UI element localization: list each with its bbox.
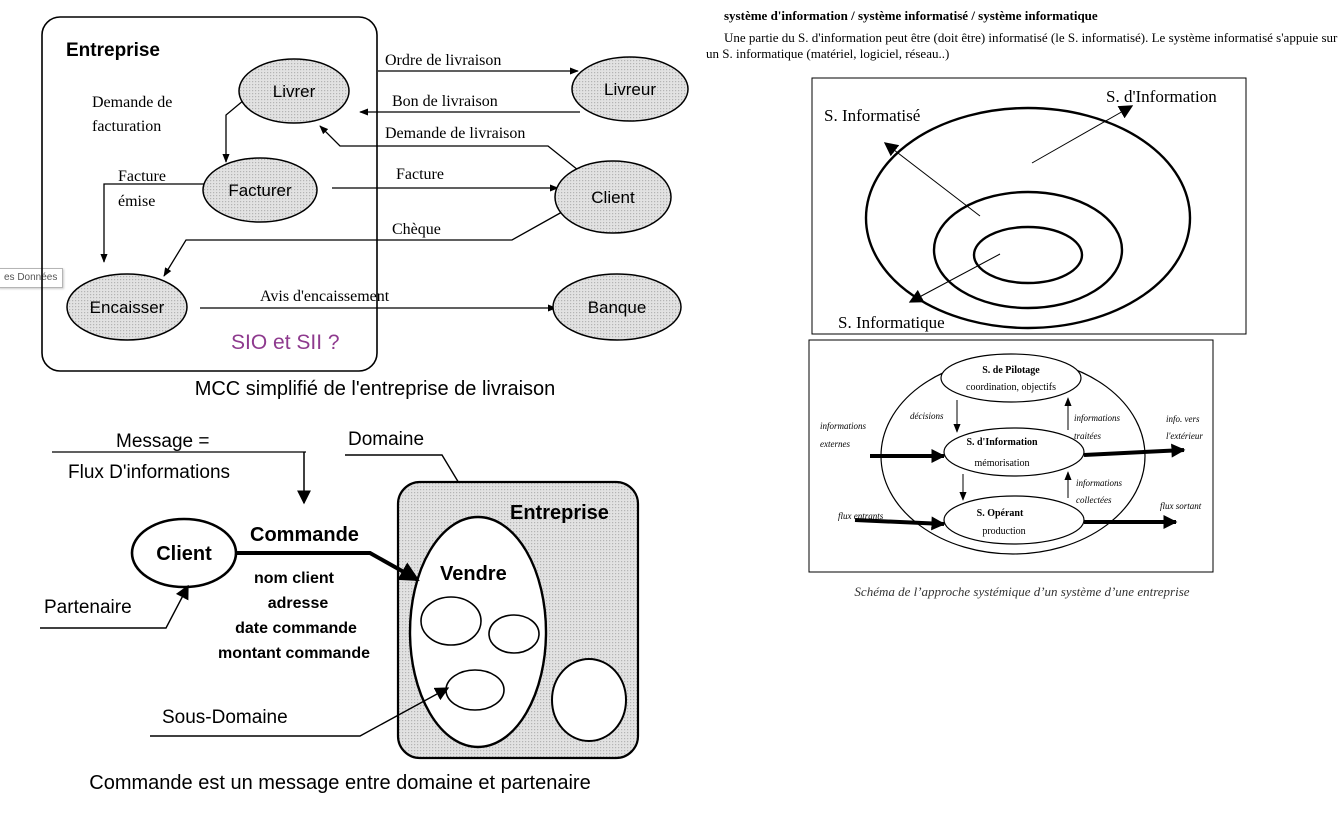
- node-banque-label: Banque: [588, 298, 647, 317]
- info-externes-line2: externes: [820, 439, 850, 449]
- client-label: Client: [156, 543, 212, 565]
- arrow-partenaire: [40, 584, 189, 629]
- sub-domain-2: [488, 614, 540, 654]
- info-externes-line1: informations: [820, 421, 867, 431]
- operant-sub: production: [982, 526, 1025, 537]
- node-encaisser: [66, 273, 188, 341]
- info-vers-line2: l'extérieur: [1166, 431, 1203, 441]
- commande-field-1: nom client: [254, 570, 335, 587]
- sub-domain-3: [445, 669, 505, 711]
- operant-title: S. Opérant: [977, 508, 1024, 519]
- message-label-line2: Flux D'informations: [68, 462, 230, 483]
- side-tab[interactable]: es Données: [0, 268, 64, 288]
- pilotage-sub: coordination, objectifs: [966, 382, 1056, 393]
- arrow-commande: [236, 551, 420, 582]
- node-livrer: [238, 58, 350, 124]
- flow-facture-label: Facture: [396, 166, 444, 183]
- message-label-line1: Message =: [116, 431, 209, 452]
- info-vers-line1: info. vers: [1166, 414, 1200, 424]
- vendre-label: Vendre: [440, 563, 507, 585]
- sous-domaine-label: Sous-Domaine: [162, 707, 288, 728]
- arrow-informatique: [908, 253, 1001, 303]
- node-facturer: [202, 157, 318, 223]
- enterprise-boundary: [41, 16, 378, 372]
- nested-frame: [811, 77, 1247, 335]
- flux-sortant-label: flux sortant: [1160, 501, 1202, 511]
- node-pilotage: [940, 353, 1082, 403]
- domaine-label: Domaine: [348, 429, 424, 450]
- node-facturer-label: Facturer: [228, 181, 292, 200]
- info-traitees-line1: informations: [1074, 413, 1121, 423]
- sio-sii-note: SIO et SII ?: [231, 331, 340, 354]
- node-banque: [552, 273, 682, 341]
- arrow-flux-entrants: [854, 516, 946, 531]
- other-domain: [551, 658, 627, 742]
- mcc-caption: MCC simplifié de l'entreprise de livrais…: [195, 378, 556, 400]
- info-traitees-line2: traitées: [1074, 431, 1101, 441]
- entreprise-box-label: Entreprise: [510, 502, 609, 524]
- section-heading: système d'information / système informat…: [724, 8, 1098, 23]
- ellipse-information: [864, 106, 1192, 330]
- nested-systems-diagram: S. Informatisé S. d'Information S. Infor…: [811, 77, 1247, 335]
- commande-field-2: adresse: [268, 595, 329, 612]
- information-title: S. d'Information: [966, 437, 1038, 448]
- systemic-diagram: S. de Pilotage coordination, objectifs S…: [808, 339, 1214, 599]
- label-informatique: S. Informatique: [838, 313, 945, 332]
- systemic-caption: Schéma de l’approche systémique d’un sys…: [854, 584, 1189, 599]
- section-paragraph: Une partie du S. d'information peut être…: [706, 30, 1338, 61]
- demande-facturation-line2: facturation: [92, 118, 161, 135]
- flow-ordre-label: Ordre de livraison: [385, 52, 501, 69]
- info-collectees-line1: informations: [1076, 478, 1123, 488]
- node-encaisser-label: Encaisser: [90, 298, 165, 317]
- message-diagram: Message = Flux D'informations Domaine En…: [40, 429, 640, 794]
- commande-field-4: montant commande: [218, 645, 370, 662]
- arrow-demande-livraison: [319, 125, 579, 171]
- message-caption: Commande est un message entre domaine et…: [89, 772, 590, 794]
- facture-emise-line1: Facture: [118, 168, 166, 185]
- pilotage-title: S. de Pilotage: [982, 365, 1040, 376]
- flow-bon-label: Bon de livraison: [392, 93, 498, 110]
- partenaire-label: Partenaire: [44, 597, 132, 618]
- label-informatise: S. Informatisé: [824, 106, 920, 125]
- flow-cheque-label: Chèque: [392, 221, 441, 238]
- mcc-diagram: Entreprise Livrer Livreur Facturer Clien…: [41, 16, 689, 400]
- commande-label: Commande: [250, 524, 359, 546]
- demande-facturation-line1: Demande de: [92, 94, 172, 111]
- flow-avis-label: Avis d'encaissement: [260, 288, 390, 305]
- node-client-label: Client: [591, 188, 635, 207]
- enterprise-label: Entreprise: [66, 40, 160, 61]
- ellipse-informatise: [932, 190, 1124, 310]
- arrow-facture-emise: [100, 183, 208, 263]
- decisions-label: décisions: [910, 411, 944, 421]
- arrow-info-vers: [1083, 443, 1186, 458]
- arrow-informatise: [883, 142, 981, 217]
- facture-emise-line2: émise: [118, 193, 155, 210]
- arrow-cheque: [163, 211, 563, 277]
- ellipse-informatique: [972, 225, 1084, 285]
- flux-entrants-label: flux entrants: [838, 511, 884, 521]
- node-livrer-label: Livrer: [273, 82, 316, 101]
- label-information: S. d'Information: [1106, 87, 1217, 106]
- node-livreur-label: Livreur: [604, 80, 656, 99]
- node-client: [554, 160, 672, 234]
- commande-field-3: date commande: [235, 620, 357, 637]
- arrow-information: [1031, 105, 1134, 164]
- node-livreur: [571, 56, 689, 122]
- flow-demande-livraison-label: Demande de livraison: [385, 125, 525, 142]
- sub-domain-1: [420, 596, 482, 646]
- arrow-demande-facturation: [222, 99, 245, 163]
- information-sub: mémorisation: [975, 458, 1030, 469]
- info-collectees-line2: collectées: [1076, 495, 1112, 505]
- arrow-sous-domaine: [150, 687, 450, 737]
